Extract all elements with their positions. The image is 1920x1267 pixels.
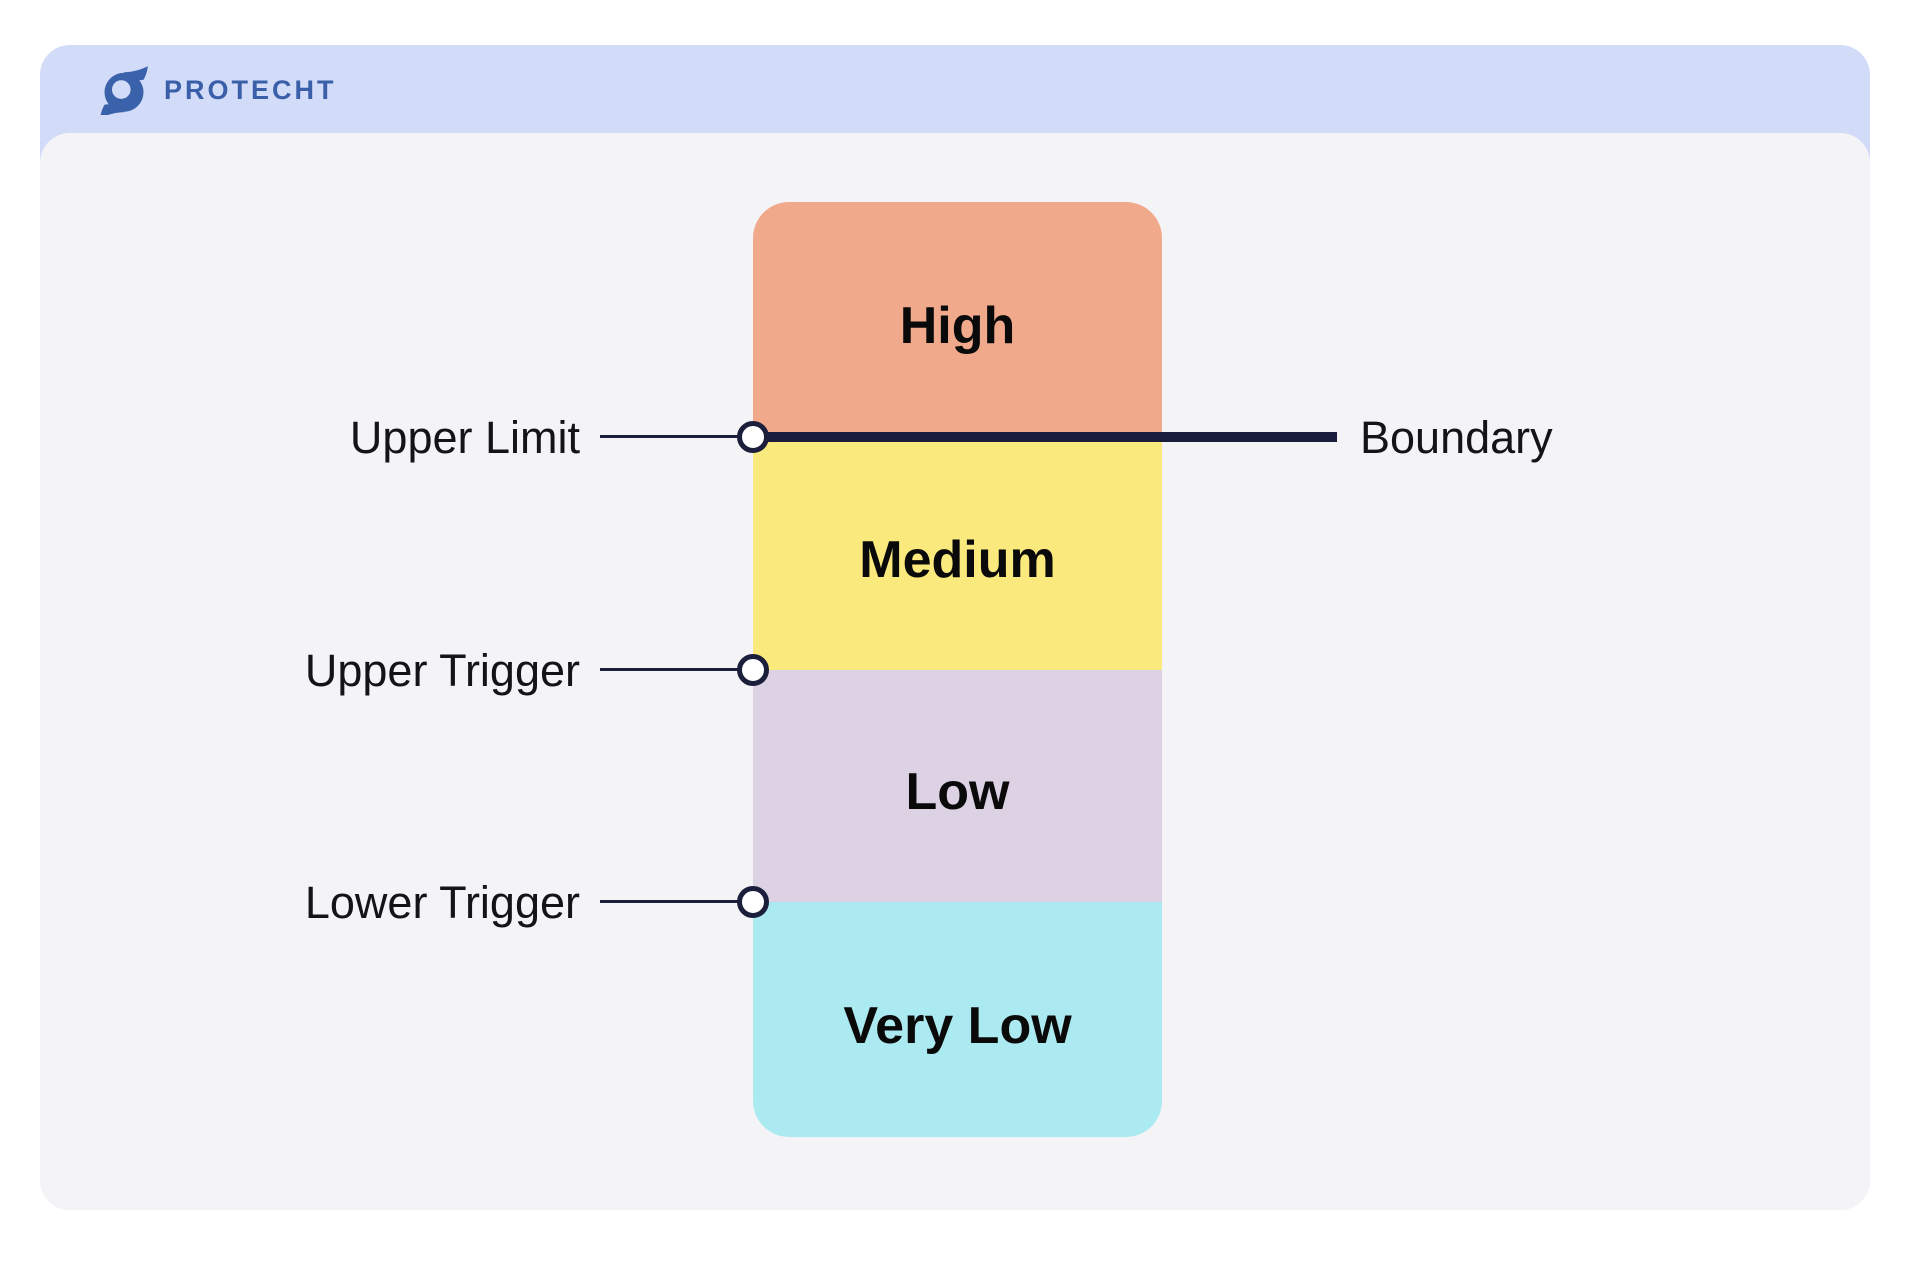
segment-low: Low — [753, 670, 1162, 902]
segment-medium: Medium — [753, 437, 1162, 670]
upper-limit-connector-line — [600, 435, 746, 438]
lower-trigger-connector-line — [600, 900, 746, 903]
segment-very-low-label: Very Low — [843, 996, 1072, 1055]
upper-trigger-dot — [737, 654, 769, 686]
boundary-label: Boundary — [1360, 412, 1553, 463]
segment-high-label: High — [899, 296, 1016, 355]
segment-very-low: Very Low — [753, 902, 1162, 1137]
upper-trigger-label: Upper Trigger — [304, 645, 580, 696]
segment-high: High — [753, 202, 1162, 437]
logo-wordmark: PROTECHT — [164, 74, 337, 105]
header-logo: PROTECHT — [98, 45, 337, 133]
boundary-line — [753, 432, 1337, 442]
lower-trigger-label: Lower Trigger — [304, 877, 580, 928]
upper-limit-dot — [737, 421, 769, 453]
segment-low-label: Low — [905, 763, 1010, 821]
risk-level-column: High Medium Low Very Low — [753, 202, 1162, 1137]
upper-limit-label: Upper Limit — [349, 412, 580, 463]
content-card: PROTECHT High Medium Low Very Low Upper … — [40, 45, 1870, 1210]
segment-medium-label: Medium — [859, 530, 1056, 589]
protecht-logo-icon — [100, 66, 148, 115]
lower-trigger-dot — [737, 886, 769, 918]
upper-trigger-connector-line — [600, 668, 746, 671]
